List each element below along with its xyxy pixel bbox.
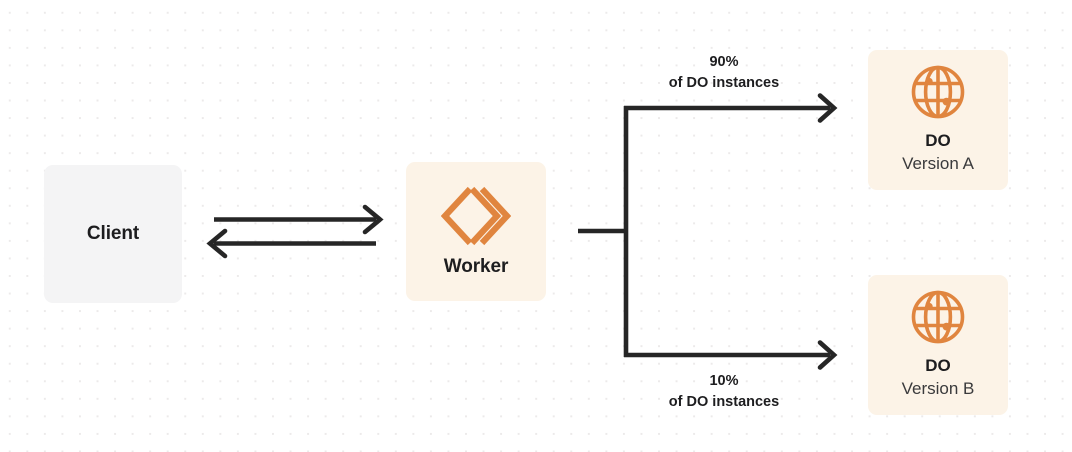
edge-top-percent: 90% xyxy=(709,54,739,70)
node-do-a-sublabel: Version A xyxy=(902,153,974,173)
node-do-version-a[interactable]: DO Version A xyxy=(868,50,1008,190)
node-client-label: Client xyxy=(86,223,140,245)
edge-label-bottom: 10% of DO instances xyxy=(636,371,812,412)
node-worker-label: Worker xyxy=(443,256,509,278)
arrow-worker-to-client xyxy=(206,228,376,259)
node-client[interactable]: Client xyxy=(44,165,182,303)
arrow-branch-to-do-b xyxy=(624,340,838,370)
edge-top-description: of DO instances xyxy=(668,74,780,91)
node-do-b-sublabel: Version B xyxy=(901,378,975,398)
edge-label-top: 90% of DO instances xyxy=(636,52,812,93)
edge-bottom-description: of DO instances xyxy=(668,393,780,410)
globe-icon xyxy=(910,64,966,120)
node-do-a-label: DO xyxy=(925,131,951,151)
node-do-b-label: DO xyxy=(925,356,951,376)
node-do-version-b[interactable]: DO Version B xyxy=(868,275,1008,415)
arrow-branch-to-do-a xyxy=(624,93,838,123)
cloudflare-workers-icon xyxy=(440,185,512,247)
node-worker[interactable]: Worker xyxy=(406,162,546,301)
globe-icon xyxy=(910,289,966,345)
arrow-client-to-worker xyxy=(214,204,384,235)
edge-bottom-percent: 10% xyxy=(709,373,739,389)
